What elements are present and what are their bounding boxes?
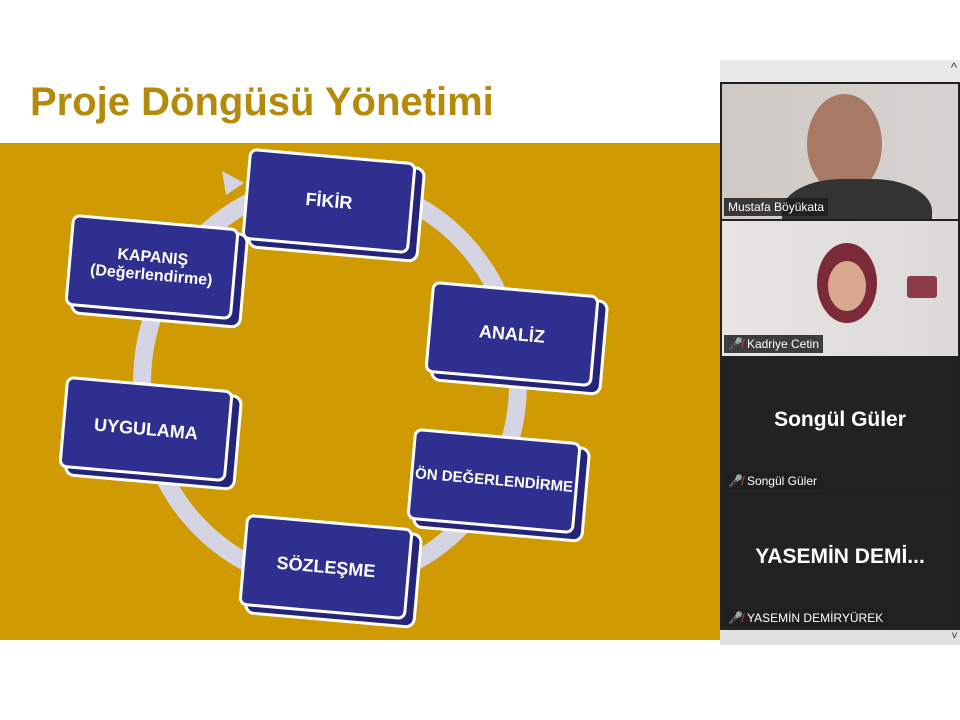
slide-diagram: FİKİR ANALİZ ÖN DEĞERLENDİRME SÖZLEŞME U…	[0, 143, 720, 640]
participant-tile[interactable]: Songül Güler 🎤̸Songül Güler	[722, 358, 958, 493]
cycle-step-sozlesme: SÖZLEŞME	[238, 513, 414, 621]
slide-title: Proje Döngüsü Yönetimi	[30, 80, 494, 124]
participant-name: YASEMİN DEMİRYÜREK	[746, 611, 884, 625]
participant-name: Songül Güler	[746, 474, 817, 488]
participant-display-name: Songül Güler	[774, 408, 906, 431]
scroll-down-button[interactable]: v	[720, 630, 960, 645]
participant-name: Kadriye Cetin	[746, 337, 819, 351]
cycle-step-uygulama: UYGULAMA	[58, 375, 234, 483]
participant-video	[807, 94, 882, 194]
muted-mic-icon: 🎤̸	[728, 474, 743, 488]
muted-mic-icon: 🎤̸	[728, 337, 743, 351]
participant-tile[interactable]: YASEMİN DEMİ... 🎤̸YASEMİN DEMİRYÜREK	[722, 495, 958, 630]
participant-tile[interactable]: 🎤̸Kadriye Cetin	[722, 221, 958, 356]
cycle-arrow-icon	[222, 171, 244, 195]
cycle-step-analiz: ANALİZ	[424, 280, 600, 388]
scroll-up-button[interactable]: ^	[720, 60, 960, 82]
cycle-step-fikir: FİKİR	[241, 147, 417, 255]
participant-display-name: YASEMİN DEMİ...	[755, 545, 925, 568]
participant-tile[interactable]: Mustafa Böyükata	[722, 84, 958, 219]
cycle-step-kapanis: KAPANIŞ (Değerlendirme)	[64, 213, 240, 321]
participant-name: Mustafa Böyükata	[728, 200, 825, 214]
muted-mic-icon: 🎤̸	[728, 611, 743, 625]
participants-panel: ^ Mustafa Böyükata 🎤̸Kadriye Cetin Songü…	[720, 60, 960, 645]
cycle-step-on-degerlendirme: ÖN DEĞERLENDİRME	[406, 427, 582, 535]
